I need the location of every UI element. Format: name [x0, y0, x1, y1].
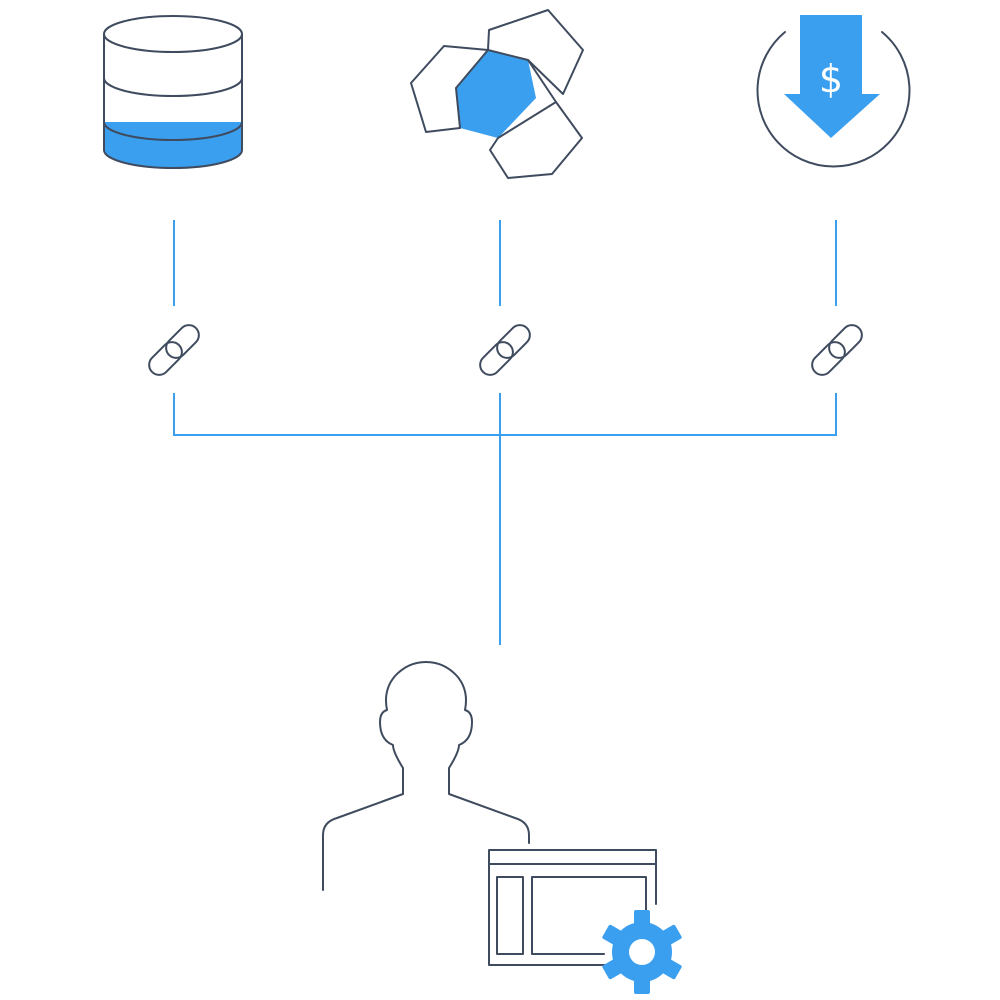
- blocks-icon: [410, 9, 584, 179]
- chain-link-icon: [479, 324, 531, 376]
- chain-link-icon: [148, 324, 200, 376]
- app-window-settings-icon: [488, 849, 682, 994]
- gear-icon: [602, 910, 682, 994]
- connector-bus: [173, 393, 837, 436]
- user-icon: [322, 661, 530, 891]
- database-icon: [103, 15, 243, 169]
- dollar-symbol: $: [819, 57, 843, 101]
- dollar-down-arrow-icon: $: [756, 15, 911, 168]
- connector-lines: [173, 220, 837, 645]
- chain-link-icon: [811, 324, 863, 376]
